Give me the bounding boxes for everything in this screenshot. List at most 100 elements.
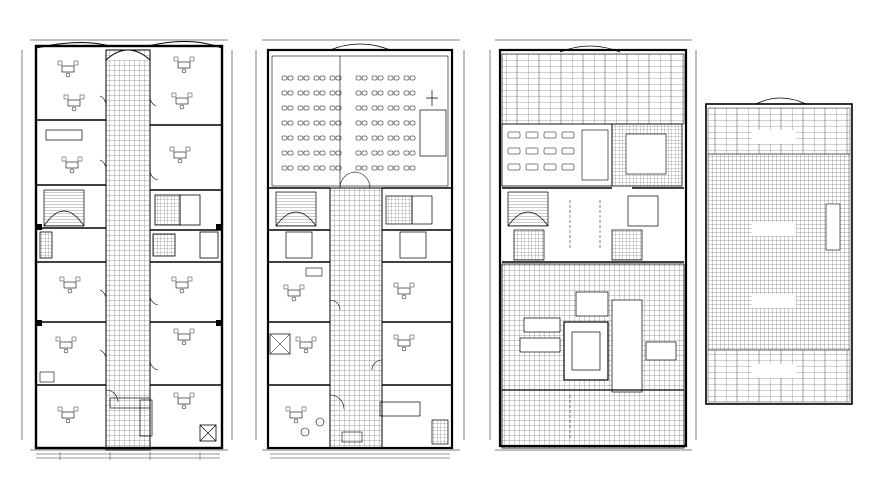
chair <box>303 75 310 81</box>
chair <box>543 147 557 155</box>
chair <box>319 165 326 171</box>
chair <box>355 120 362 126</box>
chair <box>329 75 336 81</box>
chair <box>303 150 310 156</box>
chair <box>329 105 336 111</box>
chair <box>335 120 342 126</box>
chair <box>281 165 288 171</box>
chair <box>409 150 416 156</box>
chair <box>355 150 362 156</box>
chair <box>387 90 394 96</box>
seating-layout <box>281 75 575 171</box>
chair <box>377 105 384 111</box>
chair <box>525 147 539 155</box>
chair <box>361 120 368 126</box>
chair <box>371 75 378 81</box>
chair <box>361 165 368 171</box>
chair <box>393 90 400 96</box>
chair <box>287 75 294 81</box>
chair <box>377 90 384 96</box>
chair <box>297 135 304 141</box>
chair <box>387 150 394 156</box>
chair <box>335 150 342 156</box>
chair <box>377 165 384 171</box>
chair <box>355 135 362 141</box>
chair <box>313 90 320 96</box>
chair <box>409 135 416 141</box>
chair <box>387 75 394 81</box>
chair <box>329 120 336 126</box>
chair <box>335 105 342 111</box>
chair <box>387 165 394 171</box>
chair <box>371 90 378 96</box>
chair <box>507 131 521 139</box>
chair <box>303 120 310 126</box>
chair <box>387 105 394 111</box>
chair <box>409 105 416 111</box>
chair <box>377 150 384 156</box>
chair <box>297 90 304 96</box>
chair <box>361 105 368 111</box>
chair <box>319 75 326 81</box>
floor-plan-sheet-3 <box>489 39 697 451</box>
chair <box>377 75 384 81</box>
chair <box>319 150 326 156</box>
chair <box>287 120 294 126</box>
chair <box>371 165 378 171</box>
chair <box>361 90 368 96</box>
chair <box>393 120 400 126</box>
chair <box>371 150 378 156</box>
chair <box>281 135 288 141</box>
chair <box>403 90 410 96</box>
chair <box>281 105 288 111</box>
chair <box>335 135 342 141</box>
chair <box>281 120 288 126</box>
chair <box>287 105 294 111</box>
chair <box>371 135 378 141</box>
chair <box>393 105 400 111</box>
chair <box>525 163 539 171</box>
chair <box>319 120 326 126</box>
chair <box>393 135 400 141</box>
chair <box>313 135 320 141</box>
chair <box>561 163 575 171</box>
chair <box>319 90 326 96</box>
chair <box>281 90 288 96</box>
chair <box>335 90 342 96</box>
chair <box>371 105 378 111</box>
chair <box>297 165 304 171</box>
chair <box>507 163 521 171</box>
floor-plan-sheet-2 <box>255 39 465 459</box>
chair <box>297 105 304 111</box>
chair <box>329 150 336 156</box>
chair <box>287 90 294 96</box>
chair <box>561 131 575 139</box>
chair <box>355 165 362 171</box>
chair <box>303 165 310 171</box>
chair <box>297 75 304 81</box>
chair <box>403 135 410 141</box>
chair <box>313 150 320 156</box>
chair <box>377 120 384 126</box>
chair <box>355 105 362 111</box>
chair <box>355 75 362 81</box>
chair <box>313 120 320 126</box>
chair <box>561 147 575 155</box>
chair <box>361 150 368 156</box>
chair <box>329 135 336 141</box>
chair <box>403 120 410 126</box>
chair <box>355 90 362 96</box>
chair <box>387 120 394 126</box>
chair <box>409 120 416 126</box>
chair <box>371 120 378 126</box>
chair <box>335 75 342 81</box>
chair <box>403 75 410 81</box>
chair <box>329 90 336 96</box>
chair <box>543 131 557 139</box>
chair <box>377 135 384 141</box>
chair <box>313 75 320 81</box>
chair <box>403 105 410 111</box>
chair <box>313 105 320 111</box>
